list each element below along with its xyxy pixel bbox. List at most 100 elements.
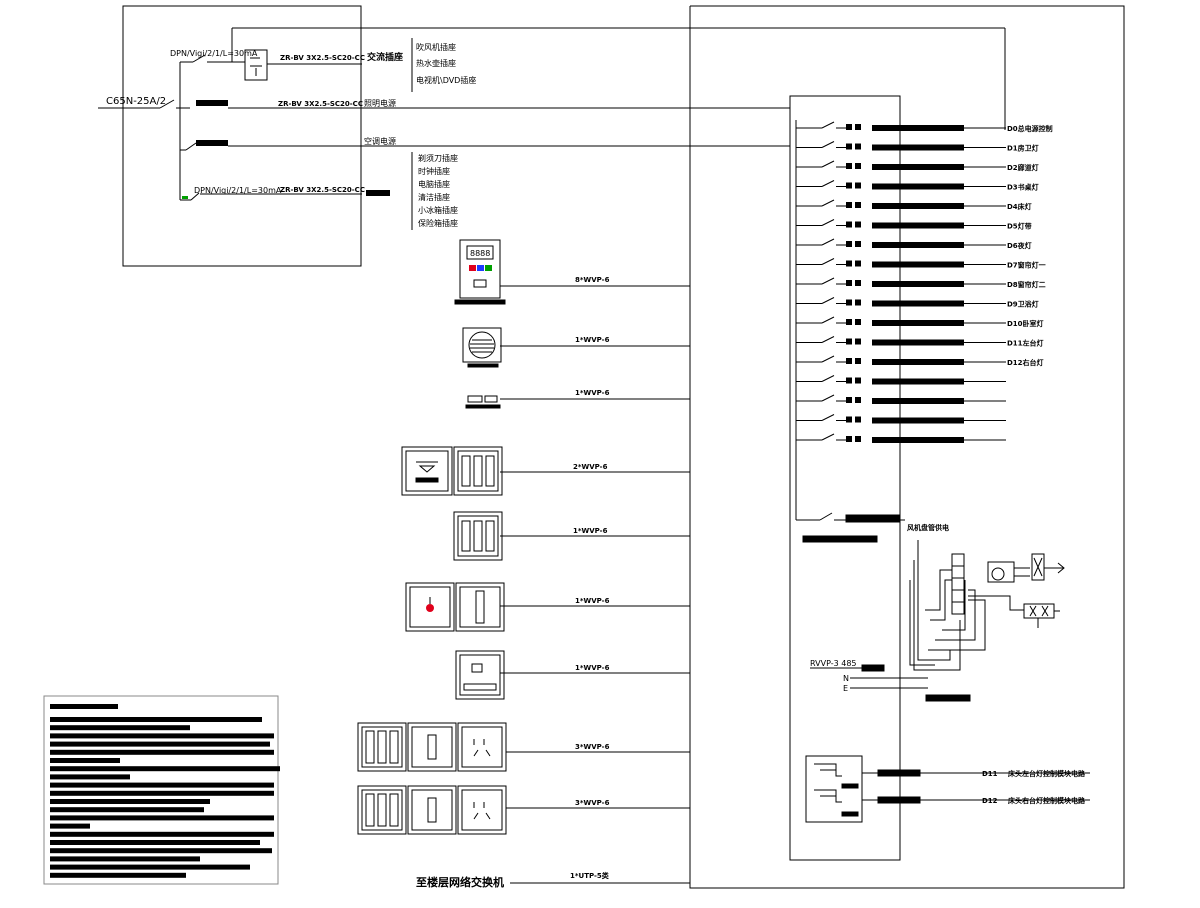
spare-circuit-row [796,394,1006,404]
distribution-box-outline [122,5,362,267]
lighting-circuit-row: D5灯带 [796,219,1032,231]
circuit-label: D4床灯 [1007,202,1032,211]
lighting-circuit-row: D0总电源控制 [796,121,1053,133]
lighting-circuit-row: D1房卫灯 [796,141,1039,153]
circuit-label: D2廊道灯 [1007,163,1039,172]
lighting-circuit-row: D11左台灯 [796,336,1044,348]
breaker-bar-3 [366,190,390,196]
breaker-label: C65N-25A/2 [106,96,166,107]
note-line [50,774,130,780]
lighting-circuit-row: D4床灯 [796,199,1032,211]
bedside-code-1: D11 [982,770,998,778]
lighting-circuit-row: D6夜灯 [796,238,1032,250]
green-earth-mark [182,196,188,199]
note-line [50,823,90,829]
note-line [50,815,274,821]
thermostat-panel: 8888 [454,239,506,305]
device-cable-8: 3*WVP-6 [575,743,610,751]
note-line [50,807,204,813]
circuit-label: D0总电源控制 [1007,124,1053,133]
socket-label: 小冰箱插座 [418,205,458,215]
three-gang-switch [453,511,503,561]
socket-group-1: 吹风机插座 热水壶插座 电视机\DVD插座 [416,42,476,85]
breaker-bar-1 [196,100,228,106]
note-line [50,856,200,862]
cable-spec-1: ZR-BV 3X2.5-SC20-CC [280,54,365,62]
combo-panel-1 [357,722,507,772]
c2-label: 照明电源 [364,98,396,108]
socket-label: 电脑插座 [418,179,450,189]
lighting-circuit-row: D2廊道灯 [796,160,1039,172]
circuit-label: D1房卫灯 [1007,144,1039,153]
note-line [50,704,118,709]
hvac-term-e: E [843,684,848,693]
blue-button [477,265,484,271]
circuit-label: D11左台灯 [1007,339,1044,348]
note-line [50,872,186,878]
card-switch-panel [401,446,503,496]
note-line [50,782,274,788]
note-line [50,717,262,722]
network-cable: 1*UTP-5类 [570,871,610,880]
note-line [50,725,190,731]
ac-label: 空调电源 [364,136,396,146]
circuit-label: D12右台灯 [1007,358,1044,367]
svg-text:8888: 8888 [470,249,490,258]
network-label: 至楼层网络交换机 [416,875,504,889]
hvac-label: 风机盘管供电 [907,523,949,532]
rcd-module-1 [244,49,268,81]
device-cable-9: 3*WVP-6 [575,799,610,807]
device-cable-5: 1*WVP-6 [573,527,608,535]
lighting-circuit-row: D10卧室灯 [796,316,1044,328]
note-line [50,840,260,845]
device-cable-2: 1*WVP-6 [575,336,610,344]
dnd-panel [405,582,505,632]
combo-panel-2 [357,785,507,835]
circuit-label: D6夜灯 [1007,241,1032,250]
device-cable-1: 8*WVP-6 [575,276,610,284]
note-line [50,749,274,755]
bus-socket-label: 交流插座 [367,51,403,63]
circuit-label: D3书桌灯 [1007,183,1039,192]
note-line [50,733,274,739]
rcd1-label: DPN/Vigi/2/1/L=30mA [170,49,258,58]
device-cable-4: 2*WVP-6 [573,463,608,471]
rcd2-label: DPN/Vigi/2/1/L=30mA [194,186,282,195]
note-line [50,766,280,772]
breaker-bar-2 [196,140,228,146]
hvac-term-n: N [843,674,849,683]
lighting-circuit-row: D12右台灯 [796,355,1044,367]
socket-label: 剃须刀插座 [418,153,458,163]
note-line [50,758,120,763]
cable-spec-3: ZR-BV 3X2.5-SC20-CC [280,186,365,194]
circuit-label: D5灯带 [1007,222,1032,231]
spare-circuit-row [796,414,1006,424]
socket-label: 时钟插座 [418,166,450,176]
cable-spec-2: ZR-BV 3X2.5-SC20-CC [278,100,363,108]
lighting-circuits: D0总电源控制 D1房卫灯 D2廊道灯 D3书桌灯 D4床灯 D5灯带 D6夜灯 D7窗帘灯一… [796,121,1053,443]
note-line [50,848,272,854]
circuit-label: D8窗帘灯二 [1007,280,1046,289]
lighting-circuit-row: D9卫浴灯 [796,297,1039,309]
circuit-label: D10卧室灯 [1007,319,1044,328]
socket-label: 电视机\DVD插座 [416,75,476,85]
lighting-circuit-row: D7窗帘灯一 [796,258,1046,270]
circuit-label: D9卫浴灯 [1007,300,1039,309]
speaker-icon [462,327,502,368]
shaver-socket [455,650,505,700]
circuit-label: D7窗帘灯一 [1007,261,1046,270]
control-box-outline [689,5,1125,889]
note-line [50,831,274,837]
bedside-code-2: D12 [982,797,998,805]
socket-label: 吹风机插座 [416,42,456,52]
rcu-module-outline [789,95,901,861]
spare-circuit-row [796,433,1006,443]
red-button [469,265,476,271]
device-cable-6: 1*WVP-6 [575,597,610,605]
socket-label: 清洁插座 [418,192,450,202]
note-line [50,741,270,747]
notes-block [43,695,280,885]
bedside-label-1: 床头左台灯控制模块电路 [1008,769,1086,778]
spare-circuit-row [796,375,1006,385]
